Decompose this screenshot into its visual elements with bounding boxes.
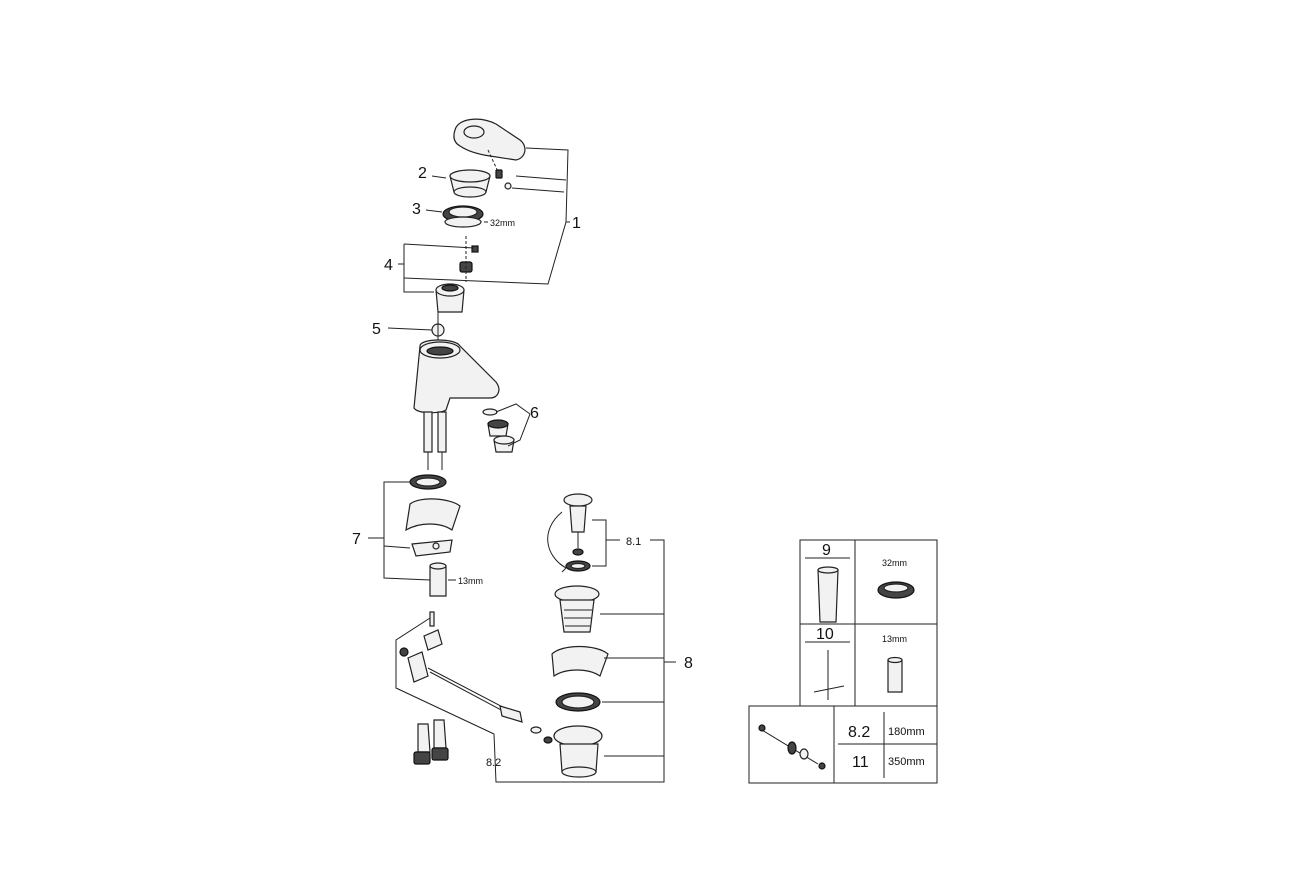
table-row-9-dimension: 32mm — [882, 558, 907, 568]
leader-lines — [368, 147, 676, 783]
callout-2: 2 — [418, 165, 427, 182]
callout-4: 4 — [384, 257, 393, 274]
table-row-10-dimension: 13mm — [882, 634, 907, 644]
table-row-8-2-number: 8.2 — [848, 724, 870, 741]
callout-6: 6 — [530, 405, 539, 422]
stud-icon — [887, 659, 903, 693]
callout-7: 7 — [352, 531, 361, 548]
lever-handle-part — [453, 118, 526, 190]
cap-part — [449, 169, 491, 198]
callout-8-1: 8.1 — [626, 536, 641, 548]
faucet-body-part — [413, 339, 500, 470]
dimension-32mm: 32mm — [490, 218, 515, 228]
aerator-part — [482, 408, 515, 453]
accessory-table-1: 9 32mm 10 13mm — [799, 539, 938, 707]
table-row-10-number: 10 — [816, 626, 834, 643]
callout-8: 8 — [684, 655, 693, 672]
callout-5: 5 — [372, 321, 381, 338]
callout-3: 3 — [412, 201, 421, 218]
pop-up-rod-part — [399, 611, 553, 744]
nut-part — [442, 205, 484, 228]
mounting-kit-part — [405, 474, 461, 597]
dimension-13mm: 13mm — [458, 576, 483, 586]
table-row-8-2-length: 180mm — [888, 726, 925, 738]
table-row-11-number: 11 — [852, 754, 869, 771]
table-row-11-length: 350mm — [888, 756, 925, 768]
cartridge-sleeve-icon — [817, 569, 839, 623]
waste-body-part — [551, 585, 609, 778]
rod-icon — [758, 724, 826, 770]
accessory-table-2: 8.2 180mm 11 350mm — [748, 705, 938, 784]
callout-1: 1 — [572, 215, 581, 232]
stopper-part — [547, 493, 593, 573]
cartridge-part — [435, 236, 479, 313]
callout-8-2: 8.2 — [486, 757, 501, 769]
hoses-part — [413, 719, 449, 765]
table-row-9-number: 9 — [822, 542, 831, 559]
